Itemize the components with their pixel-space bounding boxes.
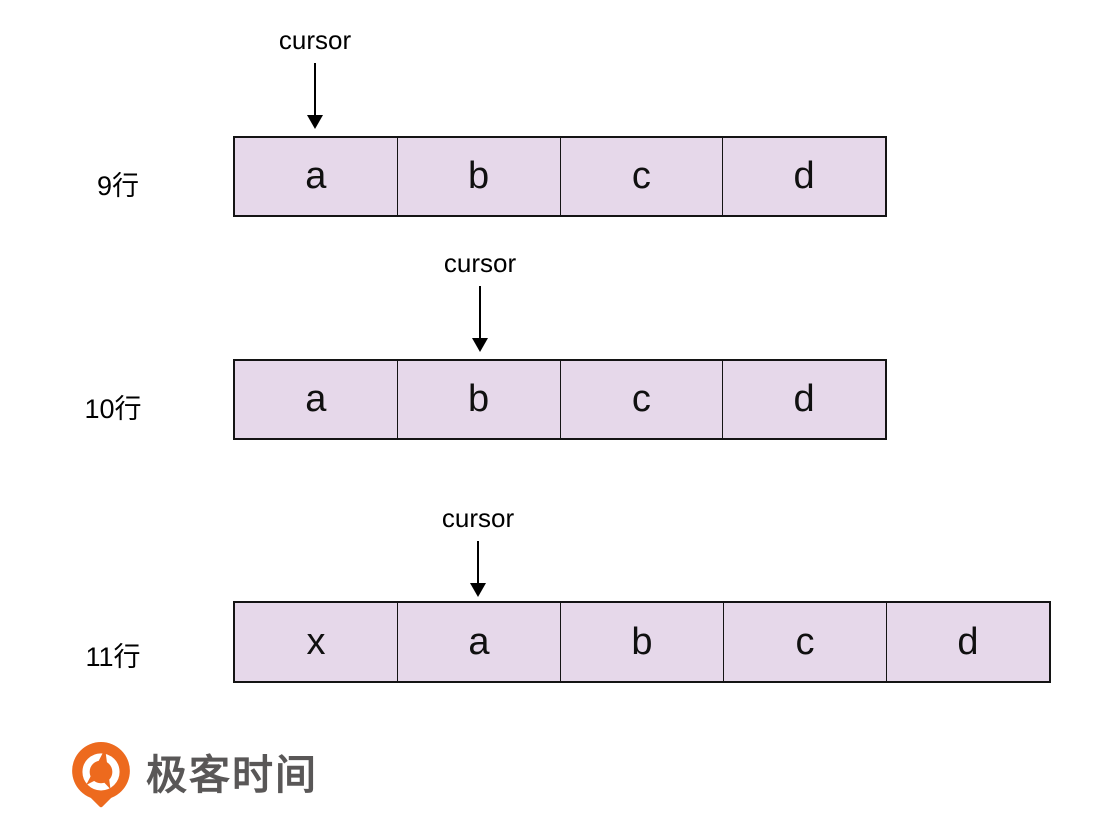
array-cell: x bbox=[235, 603, 398, 681]
array-cell: a bbox=[398, 603, 561, 681]
cursor-pointer-row2: cursor bbox=[410, 249, 550, 352]
arrow-shaft bbox=[477, 541, 479, 583]
cursor-pointer-row1: cursor bbox=[245, 26, 385, 129]
brand-name: 极客时间 bbox=[146, 752, 318, 798]
array-cell: d bbox=[723, 138, 885, 215]
cursor-label: cursor bbox=[278, 25, 352, 55]
arrow-shaft bbox=[479, 286, 481, 338]
array-row-10: a b c d bbox=[233, 359, 887, 440]
row-label-11: 11行 bbox=[85, 642, 141, 672]
down-arrow-icon bbox=[307, 63, 323, 129]
array-cell: a bbox=[235, 361, 398, 438]
array-cell: c bbox=[560, 361, 724, 438]
array-cell: b bbox=[561, 603, 724, 681]
array-cell: d bbox=[723, 361, 885, 438]
cursor-pointer-row3: cursor bbox=[408, 504, 548, 597]
array-cell: b bbox=[397, 361, 561, 438]
geektime-pin-icon bbox=[72, 742, 130, 808]
cursor-label: cursor bbox=[443, 248, 517, 278]
cursor-label: cursor bbox=[441, 503, 515, 533]
down-arrow-icon bbox=[470, 541, 486, 597]
row-label-10: 10行 bbox=[84, 394, 142, 424]
array-cell: c bbox=[724, 603, 887, 681]
array-row-9: a b c d bbox=[233, 136, 887, 217]
arrow-head bbox=[307, 115, 323, 129]
array-cell: d bbox=[887, 603, 1049, 681]
arrow-head bbox=[472, 338, 488, 352]
array-cell: b bbox=[397, 138, 561, 215]
array-cell: c bbox=[560, 138, 724, 215]
arrow-head bbox=[470, 583, 486, 597]
row-label-9: 9行 bbox=[96, 171, 140, 201]
geektime-logo: 极客时间 bbox=[68, 742, 318, 808]
arrow-shaft bbox=[314, 63, 316, 115]
array-row-11: x a b c d bbox=[233, 601, 1051, 683]
down-arrow-icon bbox=[472, 286, 488, 352]
array-cell: a bbox=[235, 138, 398, 215]
